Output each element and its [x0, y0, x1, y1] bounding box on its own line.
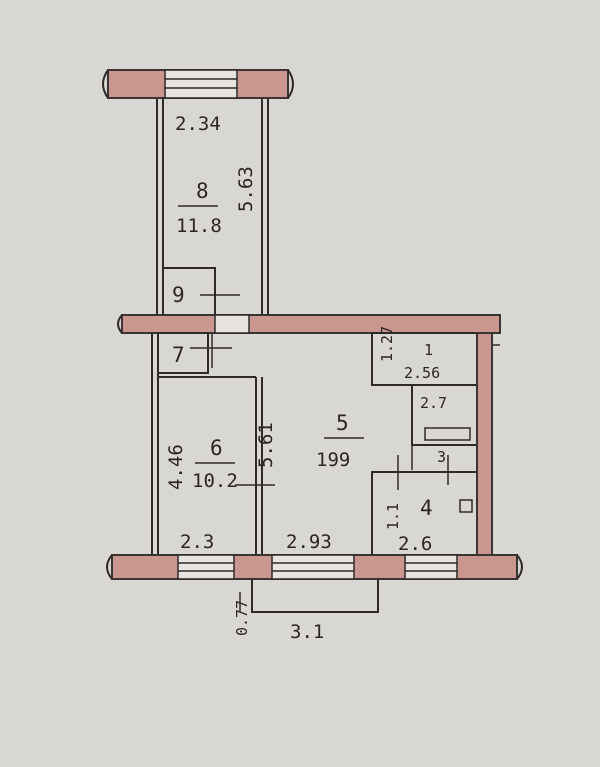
balcony-width-label: 3.1: [290, 621, 324, 643]
room-4-number: 4: [420, 496, 433, 520]
room-9-closet: [162, 267, 216, 316]
room-7-number: 7: [172, 343, 185, 367]
room-9-number: 9: [172, 283, 185, 307]
room-4-height-label: 1.1: [384, 503, 402, 530]
room-1-height-label: 1.27: [378, 326, 396, 362]
room-8-width-label: 2.34: [175, 113, 221, 135]
room-7: [157, 332, 209, 374]
balcony: [251, 579, 379, 613]
window-room-8: [164, 69, 238, 99]
room-6-length-label: 4.46: [165, 444, 187, 490]
right-outer-wall: [476, 332, 493, 559]
room-6-number: 6: [210, 436, 223, 460]
room-5-length-label: 5.61: [255, 422, 277, 468]
room-8-area: 11.8: [176, 215, 222, 237]
room-5-number: 5: [336, 411, 349, 435]
room-4-width-label: 2.6: [398, 533, 432, 555]
window-room-5: [271, 554, 355, 580]
room-8-length-label: 5.63: [235, 166, 257, 212]
room-8-top-wall: [102, 69, 294, 99]
room-2-label: 2.7: [420, 394, 447, 412]
room-6-area: 10.2: [192, 470, 238, 492]
room-1-width-label: 2.56: [404, 364, 440, 382]
window-room-6: [177, 554, 235, 580]
room-8-number: 8: [196, 179, 209, 203]
room-6-width-label: 2.3: [180, 531, 214, 553]
window-room-4: [404, 554, 458, 580]
room-1-number: 1: [424, 341, 433, 359]
room-3-number: 3: [437, 448, 446, 466]
bottom-wall: [106, 554, 523, 580]
room-5-width-label: 2.93: [286, 531, 332, 553]
room-5-area: 199: [316, 449, 350, 471]
middle-wall: [117, 314, 501, 334]
balcony-depth-label: 0.77: [233, 600, 251, 636]
sink-icon: [459, 499, 473, 513]
